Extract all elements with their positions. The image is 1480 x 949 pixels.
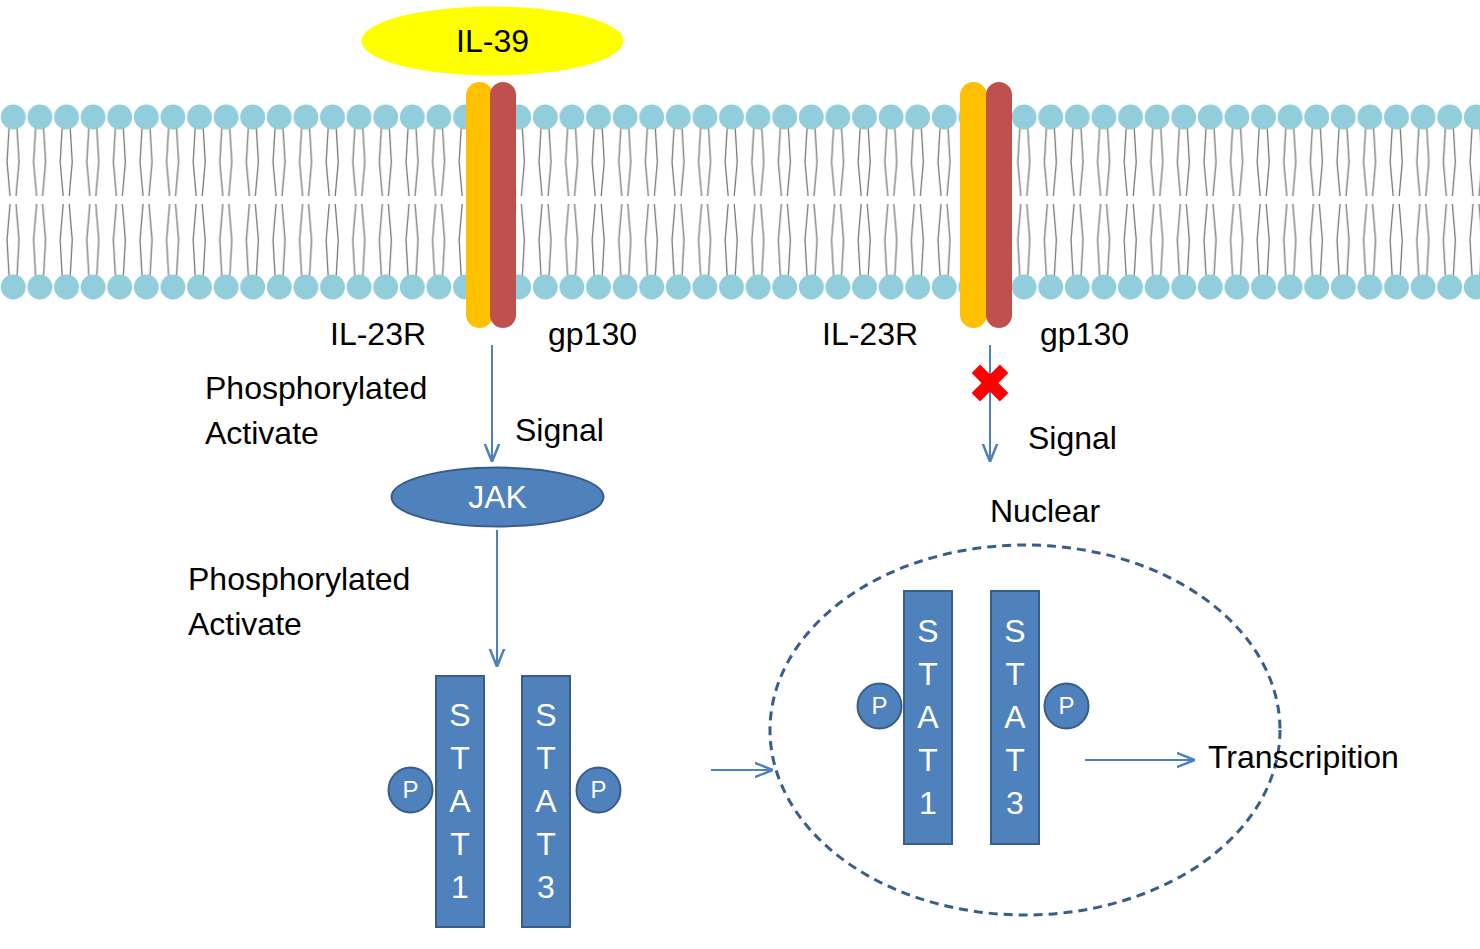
text-label: gp130 (1040, 312, 1129, 357)
stat-box: STAT1 (903, 590, 953, 845)
text-label: IL-23R (822, 312, 918, 357)
stat-label: STAT3 (999, 610, 1031, 824)
phosphate-circle: P (856, 682, 903, 730)
stat-label: STAT3 (530, 694, 562, 908)
text-label: Phosphorylated Activate (188, 557, 458, 647)
phosphate-circle: P (1043, 682, 1090, 730)
node-label: JAK (468, 479, 527, 516)
text-label: Signal (1028, 416, 1117, 461)
phosphate-circle: P (575, 766, 622, 814)
stat-box: STAT3 (521, 675, 571, 928)
nucleus-region: NuclearSTAT1STAT3PP (768, 543, 1282, 917)
ligand-ellipse: IL-39 (360, 5, 625, 77)
text-label: Phosphorylated Activate (205, 366, 475, 456)
stat-label: STAT1 (444, 694, 476, 908)
flow-arrow (711, 769, 771, 771)
text-label: Signal (515, 408, 604, 453)
node-label: IL-39 (456, 23, 529, 60)
text-label: gp130 (548, 312, 637, 357)
stat-box: STAT1 (435, 675, 485, 928)
phosphate-label: P (402, 776, 418, 804)
text-label: IL-23R (330, 312, 426, 357)
phosphate-label: P (871, 692, 887, 720)
phosphate-circle: P (387, 766, 434, 814)
kinase-ellipse: JAK (390, 466, 605, 528)
stat-box: STAT3 (990, 590, 1040, 845)
stat-label: STAT1 (912, 610, 944, 824)
phosphate-label: P (590, 776, 606, 804)
phosphate-label: P (1058, 692, 1074, 720)
text-label: Transcripition (1208, 735, 1399, 780)
nucleus-heading: Nuclear (990, 493, 1100, 530)
